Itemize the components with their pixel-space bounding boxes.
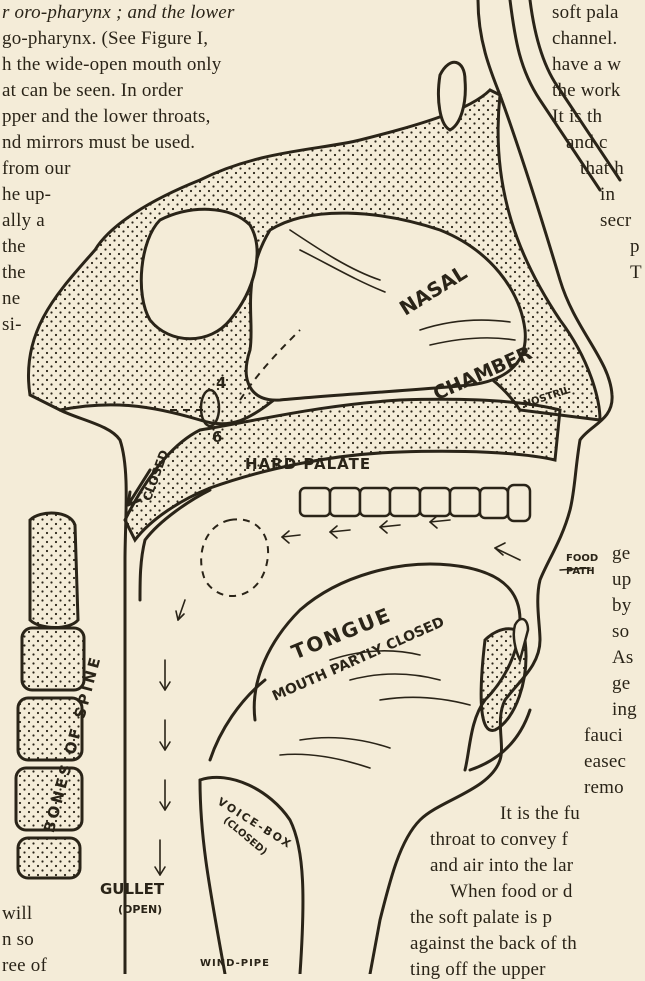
label-path: PATH [566,566,595,577]
tongue-outline [254,564,520,770]
label-number-6: 6 [212,428,222,446]
label-gullet: GULLET [100,880,164,898]
voice-box-outline [200,777,303,974]
label-hard-palate: HARD PALATE [245,455,371,473]
label-number-4: 4 [216,374,226,392]
upper-teeth [300,485,530,521]
food-path-dashed-circle [201,519,268,596]
label-food: FOOD [566,553,598,564]
label-wind-pipe: WIND-PIPE [200,958,270,969]
food-path-arrows [155,516,590,875]
label-gullet-open: (OPEN) [118,903,162,916]
